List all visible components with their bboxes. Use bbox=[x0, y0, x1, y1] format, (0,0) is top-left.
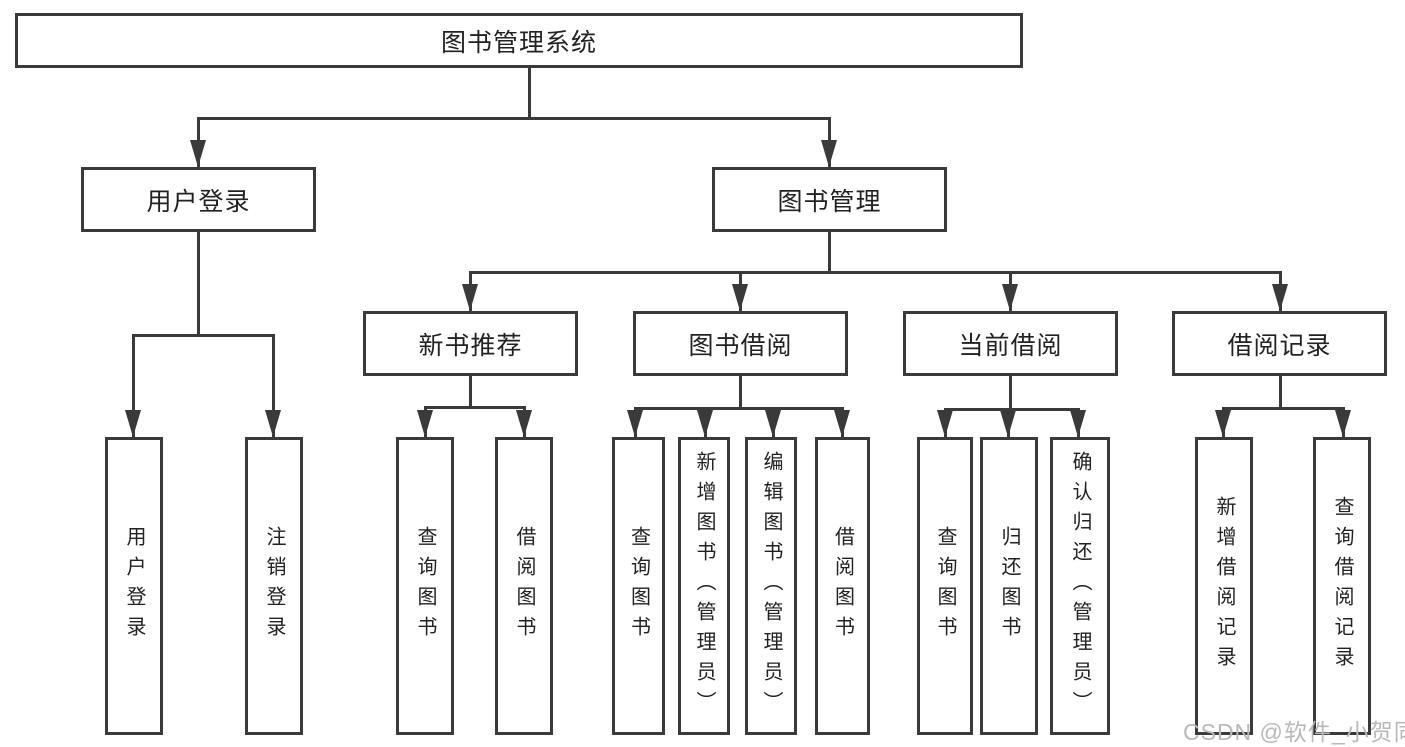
connector-book-mgmt-branch bbox=[469, 271, 1282, 274]
arrowhead-down-icon bbox=[417, 410, 433, 437]
connector-drop bbox=[272, 334, 275, 437]
leaf-query-books-current: 查询图书 bbox=[917, 437, 973, 735]
leaf-return-books: 归还图书 bbox=[980, 437, 1038, 735]
arrowhead-down-icon bbox=[1215, 410, 1231, 437]
leaf-borrow-books-recommend: 借阅图书 bbox=[495, 437, 553, 735]
connector-current-branch bbox=[944, 408, 1079, 411]
connector-borrow-branch bbox=[634, 407, 843, 410]
arrowhead-down-icon bbox=[627, 410, 643, 437]
arrowhead-down-icon bbox=[697, 410, 713, 437]
node-current-borrow: 当前借阅 bbox=[903, 311, 1118, 376]
arrowhead-down-icon bbox=[821, 140, 837, 167]
leaf-user-login: 用户登录 bbox=[105, 437, 163, 735]
connector-current-trunk bbox=[1009, 376, 1012, 409]
arrowhead-down-icon bbox=[190, 140, 206, 167]
connector-records-trunk bbox=[1279, 376, 1282, 408]
arrowhead-down-icon bbox=[265, 410, 281, 437]
leaf-confirm-return-admin: 确认归还（管理员） bbox=[1050, 437, 1110, 735]
node-book-management: 图书管理 bbox=[712, 167, 947, 232]
connector-borrow-trunk bbox=[739, 376, 742, 408]
arrowhead-down-icon bbox=[516, 410, 532, 437]
leaf-query-books-recommend: 查询图书 bbox=[396, 437, 454, 735]
arrowhead-down-icon bbox=[937, 410, 953, 437]
connector-root-trunk bbox=[528, 67, 531, 118]
arrowhead-down-icon bbox=[1002, 284, 1018, 311]
connector-user-login-trunk bbox=[197, 232, 200, 335]
arrowhead-down-icon bbox=[732, 284, 748, 311]
arrowhead-down-icon bbox=[462, 284, 478, 311]
node-user-login: 用户登录 bbox=[81, 167, 316, 232]
connector-records-branch bbox=[1222, 407, 1344, 410]
leaf-edit-books-admin: 编辑图书（管理员） bbox=[745, 437, 797, 735]
arrowhead-down-icon bbox=[1335, 410, 1351, 437]
csdn-watermark: CSDN @软件_小贺同学 bbox=[1183, 719, 1405, 745]
connector-drop bbox=[132, 334, 135, 437]
leaf-logout: 注销登录 bbox=[245, 437, 303, 735]
node-borrow-records: 借阅记录 bbox=[1172, 311, 1387, 376]
leaf-query-books-borrow: 查询图书 bbox=[612, 437, 665, 735]
node-new-book-recommend: 新书推荐 bbox=[363, 311, 578, 376]
arrowhead-down-icon bbox=[765, 410, 781, 437]
arrowhead-down-icon bbox=[1070, 410, 1086, 437]
node-root: 图书管理系统 bbox=[15, 13, 1023, 68]
connector-user-login-branch bbox=[132, 334, 275, 337]
node-book-borrow: 图书借阅 bbox=[633, 311, 848, 376]
connector-root-branch bbox=[197, 117, 831, 120]
arrowhead-down-icon bbox=[1272, 284, 1288, 311]
arrowhead-down-icon bbox=[125, 410, 141, 437]
connector-recommend-branch bbox=[424, 406, 525, 409]
connector-recommend-trunk bbox=[469, 376, 472, 407]
leaf-add-books-admin: 新增图书（管理员） bbox=[678, 437, 730, 735]
arrowhead-down-icon bbox=[1000, 410, 1016, 437]
leaf-add-borrow-record: 新增借阅记录 bbox=[1195, 437, 1253, 735]
leaf-borrow-books-borrow: 借阅图书 bbox=[815, 437, 870, 735]
arrowhead-down-icon bbox=[834, 410, 850, 437]
leaf-query-borrow-record: 查询借阅记录 bbox=[1313, 437, 1371, 735]
connector-book-mgmt-trunk bbox=[828, 232, 831, 272]
